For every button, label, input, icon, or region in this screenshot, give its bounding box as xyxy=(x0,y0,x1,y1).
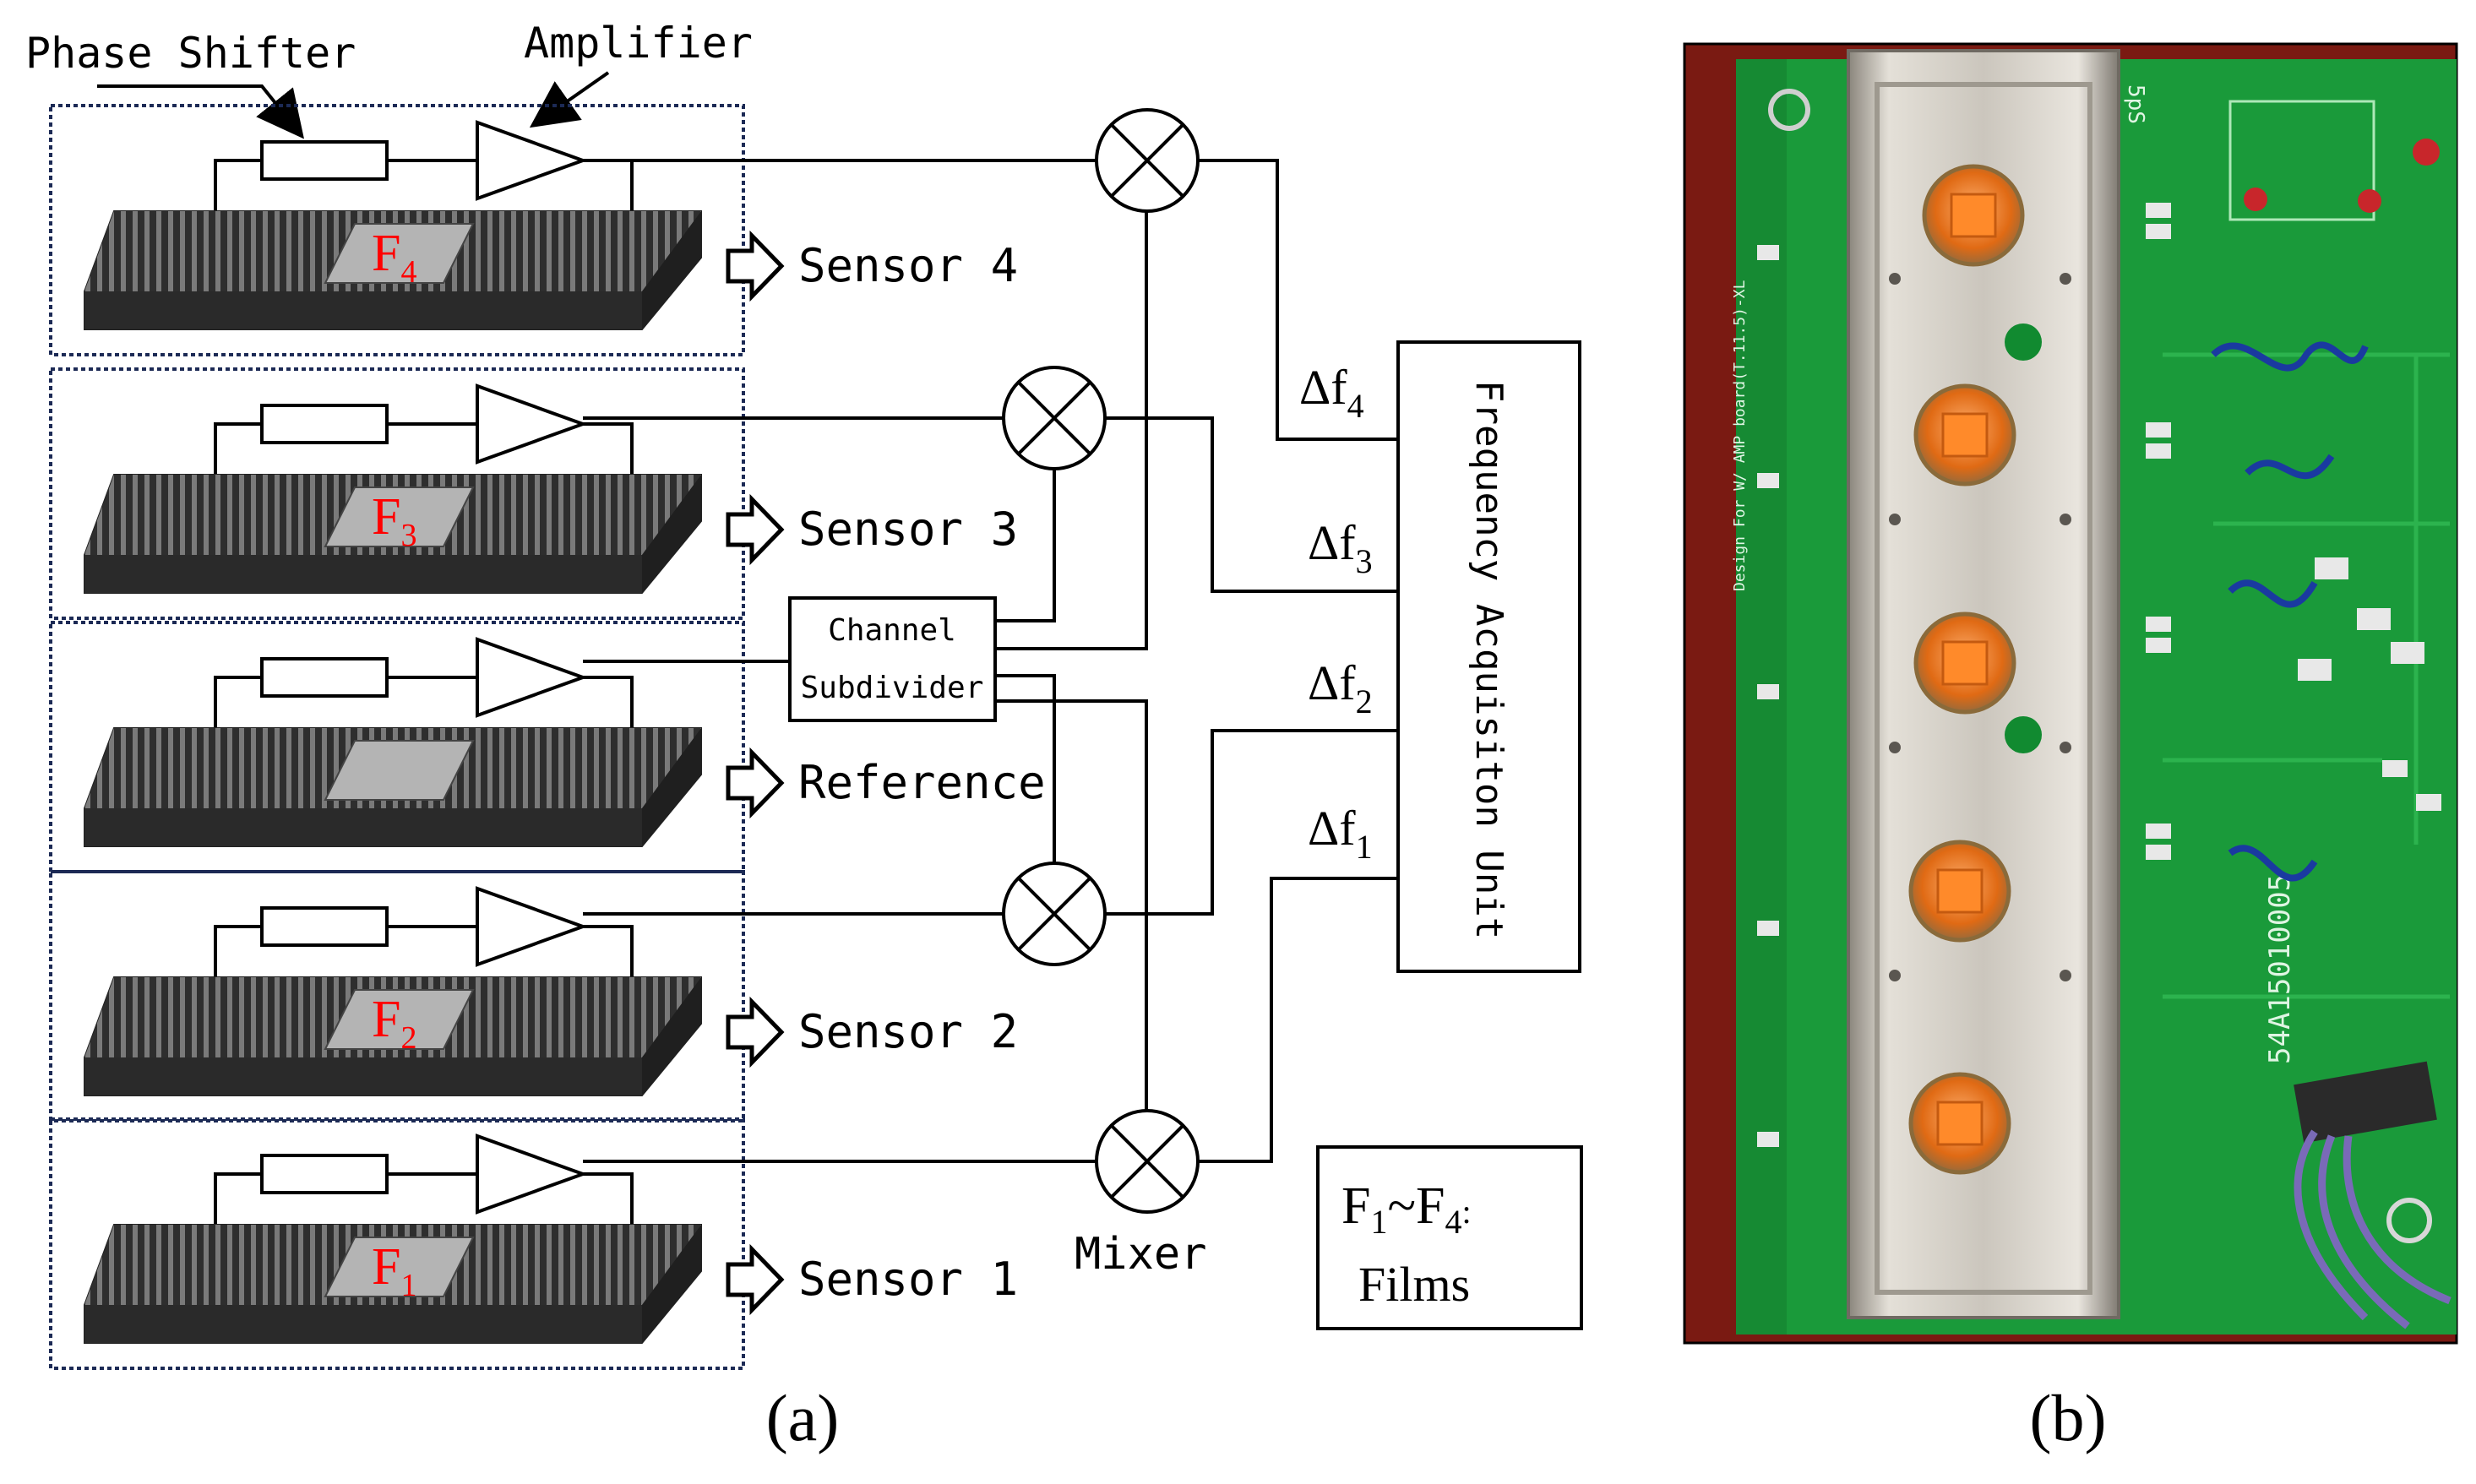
film-pad xyxy=(324,989,475,1050)
channel-label: Sensor 4 xyxy=(798,239,1018,292)
silkscreen-b: 54A15010005 xyxy=(2263,874,2297,1064)
saw-device-1 xyxy=(1922,164,2025,267)
channel-5: F1 Sensor 1 xyxy=(49,1117,1018,1370)
channel-enclosure xyxy=(49,104,745,356)
film-label: F3 xyxy=(372,488,416,553)
wires xyxy=(2294,1129,2452,1329)
wiring xyxy=(583,159,1398,1163)
film-pad xyxy=(324,487,475,547)
channel-label: Sensor 2 xyxy=(798,1005,1018,1058)
films-legend-box xyxy=(1316,1145,1583,1330)
handwriting-marks xyxy=(2211,341,2369,882)
film-pad xyxy=(324,223,475,284)
connector xyxy=(2294,1061,2437,1144)
films-legend-text: Films xyxy=(1358,1257,1470,1312)
phase-shifter xyxy=(260,140,389,181)
pcb-components xyxy=(1757,203,2441,1147)
channel-subdivider-box xyxy=(788,596,997,722)
saw-device xyxy=(84,210,702,330)
output-arrow-icon xyxy=(726,747,785,819)
film-pad xyxy=(324,1237,475,1297)
mixer-4 xyxy=(1095,108,1200,213)
channel-subdivider-line2: Subdivider xyxy=(801,671,984,705)
mixer-2 xyxy=(1002,862,1107,966)
channel-enclosure xyxy=(49,1117,745,1370)
output-arrow-icon xyxy=(726,996,785,1068)
panel-b-photo: 5pS 54A15010005 Design For W/ AMP board(… xyxy=(1683,42,2458,1454)
channel-enclosure xyxy=(49,367,745,620)
feedback-wiring xyxy=(214,676,634,728)
channel-4: F2 Sensor 2 xyxy=(49,870,1018,1123)
saw-device xyxy=(84,727,702,847)
saw-device-5 xyxy=(1908,1072,2011,1175)
delta-f-label: Δf4 xyxy=(1299,360,1364,425)
feedback-wiring xyxy=(214,925,634,977)
channel-subdivider-line1: Channel xyxy=(828,613,956,648)
saw-device-4 xyxy=(1908,840,2011,943)
saw-device xyxy=(84,1224,702,1344)
channel-1: F4 Sensor 4 xyxy=(49,104,1018,356)
caption-a: (a) xyxy=(766,1381,840,1454)
film-label: F2 xyxy=(372,991,416,1056)
output-arrow-icon xyxy=(726,1243,785,1316)
channel-3: Reference xyxy=(49,621,1046,873)
mixer-1 xyxy=(1095,1109,1200,1214)
channel-label: Reference xyxy=(798,756,1046,809)
phase-shifter xyxy=(260,1154,389,1194)
saw-device xyxy=(84,976,702,1096)
film-label: F4 xyxy=(372,225,416,290)
amplifier xyxy=(476,383,588,465)
caption-b: (b) xyxy=(2030,1381,2107,1454)
phase-shifter-label: Phase Shifter xyxy=(25,29,356,78)
film-pad xyxy=(324,740,475,801)
channel-label: Sensor 1 xyxy=(798,1253,1018,1306)
output-arrow-icon xyxy=(726,493,785,566)
mixer-3 xyxy=(1002,366,1107,470)
saw-device-3 xyxy=(1913,612,2016,715)
amplifier xyxy=(476,637,588,718)
phase-shifter xyxy=(260,657,389,698)
output-arrow-icon xyxy=(726,230,785,302)
films-legend-formula: F1~F4: xyxy=(1341,1177,1472,1241)
channel-2: F3 Sensor 3 xyxy=(49,367,1018,620)
channel-label: Sensor 3 xyxy=(798,503,1018,556)
delta-f-label: Δf3 xyxy=(1308,515,1373,580)
film-label: F1 xyxy=(372,1238,416,1303)
saw-device xyxy=(84,474,702,594)
silkscreen-c: Design For W/ AMP board(T.11.5)-XL xyxy=(1731,280,1749,591)
housing-holes xyxy=(1889,273,2071,981)
amplifier xyxy=(476,1133,588,1215)
phase-shifter xyxy=(260,906,389,947)
frequency-acquisition-unit-label: Frequency Acquisiton Unit xyxy=(1467,380,1510,939)
saw-device-2 xyxy=(1913,383,2016,487)
mixer-label: Mixer xyxy=(1075,1229,1207,1280)
silkscreen-a: 5pS xyxy=(2123,84,2148,124)
phase-shifter-pointer xyxy=(97,84,304,139)
feedback-wiring xyxy=(214,422,634,475)
phase-shifter xyxy=(260,404,389,444)
amplifier xyxy=(476,120,588,201)
delta-f-label: Δf2 xyxy=(1308,655,1373,720)
frequency-acquisition-unit-box xyxy=(1396,340,1581,973)
amplifier-pointer xyxy=(529,71,610,128)
delta-f-label: Δf1 xyxy=(1308,801,1373,866)
amplifier-label: Amplifier xyxy=(524,19,753,68)
amplifier xyxy=(476,886,588,967)
feedback-wiring xyxy=(214,1172,634,1225)
